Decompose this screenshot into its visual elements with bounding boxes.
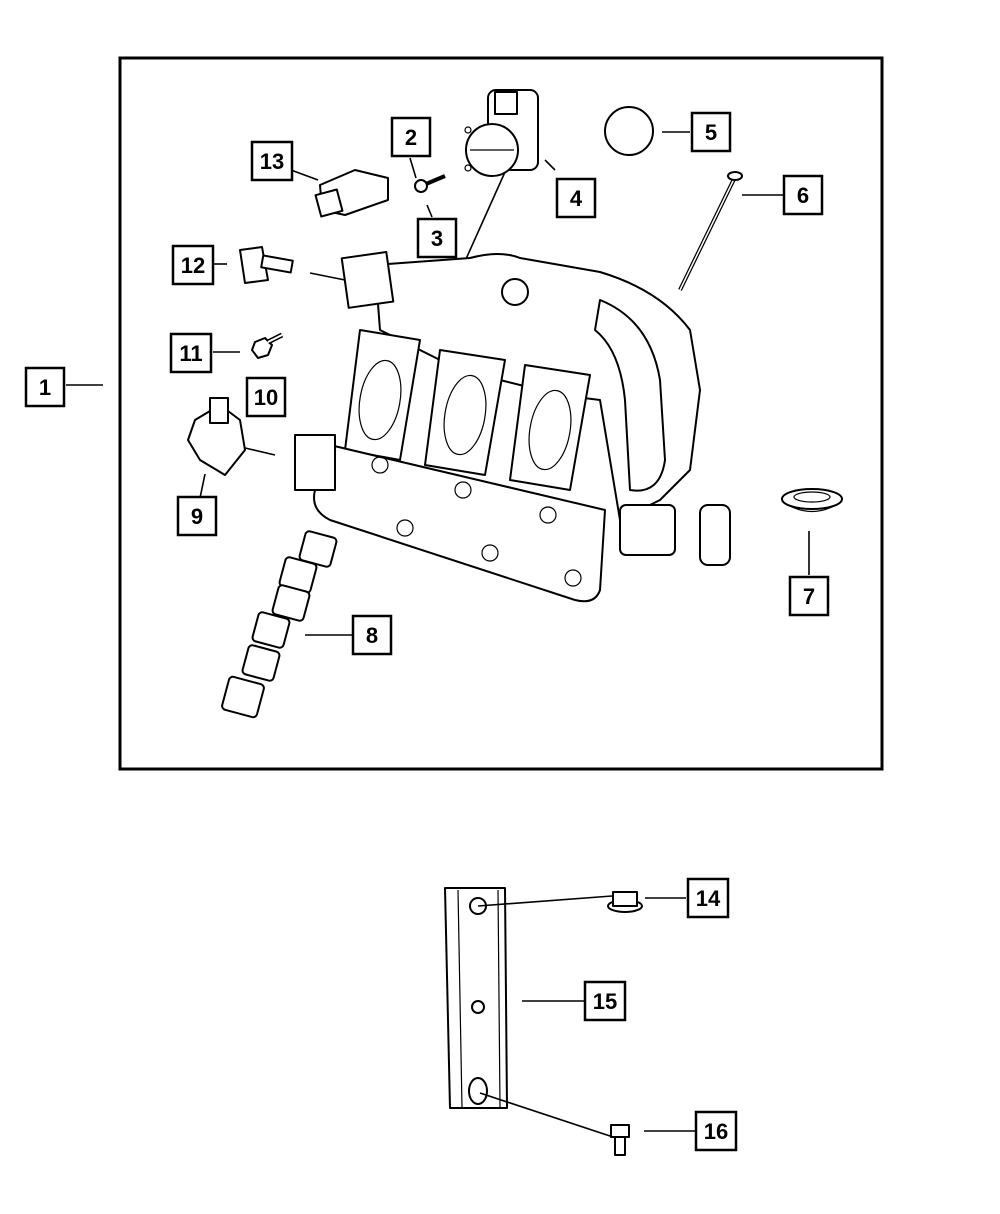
- callout-8[interactable]: 8: [351, 614, 393, 656]
- map-sensor: [314, 169, 389, 218]
- callout-2[interactable]: 2: [390, 116, 432, 158]
- callout-3[interactable]: 3: [416, 217, 458, 259]
- callout-label: 12: [181, 253, 205, 278]
- callout-15[interactable]: 15: [583, 980, 627, 1022]
- callout-label: 14: [696, 886, 721, 911]
- intake-manifold: [294, 251, 731, 603]
- screw: [251, 332, 284, 359]
- callout-label: 10: [254, 385, 278, 410]
- callout-label: 1: [39, 375, 51, 400]
- callout-label: 2: [405, 125, 417, 150]
- o-ring-seal: [604, 106, 654, 156]
- sensor: [239, 246, 346, 284]
- callout-label: 9: [191, 504, 203, 529]
- callout-7[interactable]: 7: [788, 575, 830, 617]
- bolt-2: [414, 174, 446, 193]
- callout-10[interactable]: 10: [245, 376, 287, 418]
- callout-label: 15: [593, 989, 617, 1014]
- callout-14[interactable]: 14: [686, 877, 730, 919]
- callout-label: 6: [797, 183, 809, 208]
- callout-label: 11: [179, 341, 202, 366]
- callout-11[interactable]: 11: [169, 332, 213, 374]
- callout-6[interactable]: 6: [782, 174, 824, 216]
- callout-label: 8: [366, 623, 378, 648]
- bracket-leader-lines: [477, 895, 696, 1139]
- nut: [607, 891, 643, 913]
- callout-9[interactable]: 9: [176, 495, 218, 537]
- callout-4[interactable]: 4: [555, 177, 597, 219]
- leader-lines: [66, 131, 810, 636]
- actuator: [187, 397, 276, 476]
- intake-manifold-gasket: [221, 530, 338, 719]
- bracket: [444, 887, 508, 1109]
- callout-1[interactable]: 1: [24, 366, 66, 408]
- callout-13[interactable]: 13: [250, 140, 294, 182]
- callout-label: 4: [570, 186, 583, 211]
- callout-16[interactable]: 16: [694, 1110, 738, 1152]
- callout-5[interactable]: 5: [690, 111, 732, 153]
- callout-label: 16: [704, 1119, 728, 1144]
- grommet: [781, 488, 843, 513]
- callout-12[interactable]: 12: [171, 244, 215, 286]
- callout-label: 3: [431, 226, 443, 251]
- throttle-body: [464, 89, 539, 177]
- callout-label: 7: [803, 584, 815, 609]
- assembly-frame: [118, 56, 884, 771]
- bolt-16: [610, 1124, 630, 1156]
- callout-label: 13: [260, 149, 284, 174]
- long-bolt: [678, 171, 743, 291]
- callout-label: 5: [705, 120, 717, 145]
